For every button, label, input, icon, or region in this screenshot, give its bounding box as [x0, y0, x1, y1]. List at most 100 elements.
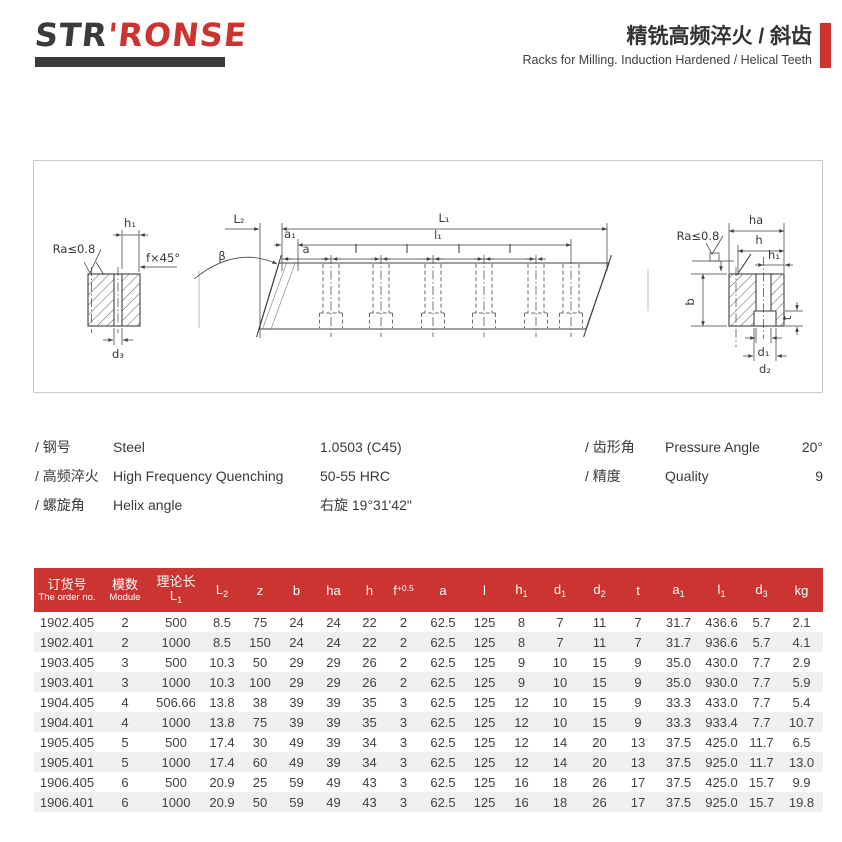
dim-label-h1: h₁ — [124, 216, 136, 230]
table-cell: 925.0 — [700, 792, 743, 812]
table-cell: 39 — [326, 734, 341, 750]
table-cell: 430.0 — [705, 654, 738, 670]
table-cell: 12 — [514, 694, 529, 710]
column-header: d2 — [580, 568, 619, 612]
spec-label-zh: / 钢号 — [35, 438, 71, 455]
table-cell: 15.7 — [743, 792, 780, 812]
table-cell: 9 — [619, 672, 657, 692]
table-cell: 3 — [121, 654, 129, 670]
table-cell: 7.7 — [743, 672, 780, 692]
table-cell: 62.5 — [430, 614, 456, 630]
table-cell: 5 — [100, 752, 150, 772]
table-cell: 2.1 — [792, 614, 811, 630]
table-cell: 49 — [326, 774, 341, 790]
table-cell: 7 — [634, 614, 642, 630]
table-cell: 1904.401 — [34, 712, 100, 732]
table-cell: 436.6 — [705, 614, 738, 630]
table-cell: 31.7 — [665, 614, 692, 630]
dim-label-ha: ha — [749, 213, 763, 227]
table-cell: 2 — [121, 614, 129, 630]
table-cell: 17 — [619, 792, 657, 812]
dim-label-L2: L₂ — [233, 212, 244, 226]
spec-value: 20° — [801, 438, 823, 455]
column-header: d3 — [743, 568, 780, 612]
table-cell: 10.7 — [780, 712, 823, 732]
table-cell: 8 — [517, 614, 526, 630]
dim-label-a: a — [302, 242, 309, 256]
table-cell: 26 — [592, 774, 607, 790]
dim-label-l: l — [508, 242, 511, 256]
table-cell: 39 — [315, 712, 352, 732]
table-cell: 100 — [242, 672, 278, 692]
table-cell: 19.8 — [780, 792, 823, 812]
table-cell: 31.7 — [657, 632, 700, 652]
table-cell: 4 — [100, 712, 150, 732]
table-cell: 1902.405 — [39, 614, 95, 630]
column-header: t — [619, 568, 657, 612]
table-cell: 29 — [289, 654, 304, 670]
spec-label-en: Quality — [665, 467, 709, 484]
brand-logo-str: STR — [33, 16, 110, 54]
spec-value: 50-55 HRC — [320, 467, 391, 484]
table-cell: 50 — [242, 792, 278, 812]
table-cell: 12 — [514, 734, 529, 750]
table-cell: 37.5 — [665, 734, 692, 750]
table-cell: 2 — [387, 632, 420, 652]
table-cell: 1903.401 — [34, 672, 100, 692]
table-cell: 7.7 — [743, 712, 780, 732]
table-cell: 20.9 — [202, 792, 242, 812]
table-cell: 26 — [580, 792, 619, 812]
column-header: d1 — [540, 568, 580, 612]
table-cell: 11 — [580, 632, 619, 652]
column-header: l — [466, 568, 503, 612]
table-cell: 15 — [592, 654, 607, 670]
roughness-label: Ra≤0.8 — [53, 242, 96, 256]
roughness-icon — [83, 248, 102, 274]
table-cell: 500 — [165, 614, 187, 630]
table-cell: 38 — [252, 694, 268, 710]
table-cell: 9.9 — [792, 774, 811, 790]
table-cell: 18 — [540, 792, 580, 812]
table-cell: 62.5 — [420, 712, 466, 732]
table-cell: 14 — [552, 734, 568, 750]
table-cell: 930.0 — [700, 672, 743, 692]
table-cell: 62.5 — [430, 694, 456, 710]
technical-drawing-panel: h₁ Ra≤0.8 f×45° d₃ — [33, 160, 823, 393]
table-cell: 125 — [473, 774, 496, 790]
table-cell: 125 — [473, 614, 496, 630]
table-cell: 11 — [592, 614, 607, 630]
table-cell: 24 — [278, 632, 315, 652]
table-cell: 33.3 — [665, 694, 692, 710]
table-cell: 2.9 — [792, 654, 811, 670]
table-cell: 7.7 — [752, 654, 771, 670]
table-cell: 8.5 — [202, 632, 242, 652]
table-cell: 1000 — [150, 712, 202, 732]
table-cell: 5.9 — [780, 672, 823, 692]
table-cell: 12 — [503, 752, 540, 772]
spec-label-en: Pressure Angle — [665, 438, 760, 455]
spec-label-en: Steel — [113, 438, 145, 455]
table-cell: 13 — [630, 734, 646, 750]
page-title-en: Racks for Milling. Induction Hardened / … — [522, 53, 813, 67]
table-cell: 39 — [326, 694, 341, 710]
dim-label-h1: h₁ — [768, 248, 780, 262]
spec-label-zh: / 高频淬火 — [35, 467, 99, 484]
table-cell: 925.0 — [700, 752, 743, 772]
table-cell: 30 — [252, 734, 268, 750]
table-cell: 2 — [399, 654, 408, 670]
table-cell: 13.8 — [209, 694, 235, 710]
column-header: L2 — [202, 568, 242, 612]
table-cell: 49 — [289, 734, 304, 750]
spec-label-zh: / 齿形角 — [585, 438, 635, 455]
